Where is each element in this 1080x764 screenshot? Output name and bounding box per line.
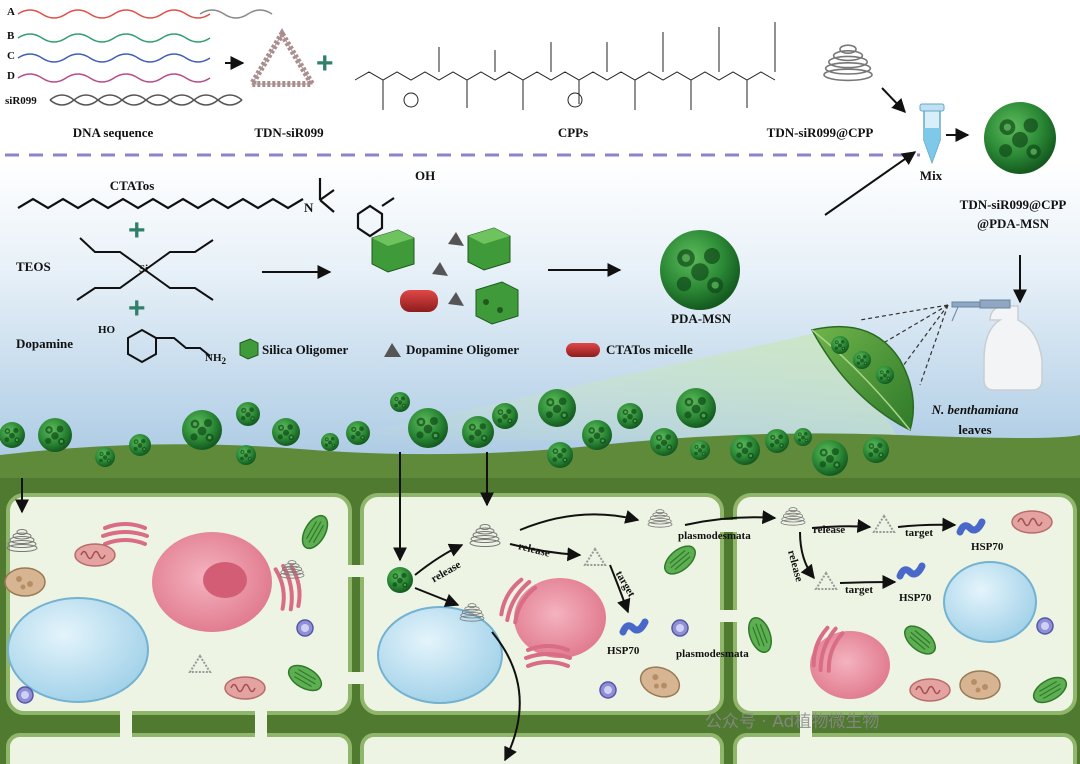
mix-tube xyxy=(919,103,945,165)
plant-cell-2 xyxy=(360,493,724,715)
strand-label-sir099: siR099 xyxy=(5,95,37,107)
plant-cell-1 xyxy=(4,493,352,715)
nanoparticle xyxy=(812,440,848,476)
plasmodesmata-label-2: plasmodesmata xyxy=(676,648,749,660)
legend-dopamine-icon xyxy=(384,343,401,357)
plant-cell-3 xyxy=(733,493,1077,715)
nh2-subscript: 2 xyxy=(221,356,227,367)
oh-label: OH xyxy=(415,168,436,183)
dopamine-structure xyxy=(127,328,211,364)
plus-sign-ctatos: + xyxy=(128,214,146,247)
cpp-peptide-structure xyxy=(354,22,776,110)
dna-strands xyxy=(17,9,273,106)
nanoparticle xyxy=(863,437,889,463)
legend-silica-label: Silica Oligomer xyxy=(262,342,349,357)
nanoparticle xyxy=(236,445,256,465)
nanoparticle xyxy=(492,403,518,429)
leaf-species-label: N. benthamiana xyxy=(931,402,1019,417)
arrow-to-mix-diagonal xyxy=(824,151,917,216)
pda-msn-particle xyxy=(660,230,740,310)
plasmodesmata-channels xyxy=(120,520,812,740)
pda-msn-label: PDA-MSN xyxy=(671,311,731,326)
nanoparticle xyxy=(617,403,643,429)
watermark: 公众号 · Ad植物微生物 xyxy=(705,712,880,732)
target-label-3: target xyxy=(845,584,874,596)
ctatos-label: CTATos xyxy=(109,178,155,193)
legend-micelle-icon xyxy=(566,343,600,357)
nanoparticle xyxy=(129,434,151,456)
ctatos-chain xyxy=(17,178,395,238)
strand-label-a: A xyxy=(7,6,15,18)
nanoparticle xyxy=(650,428,678,456)
nanoparticle xyxy=(38,418,72,452)
release-label-3: release xyxy=(813,524,846,536)
product-label-line1: TDN-siR099@CPP xyxy=(959,197,1067,212)
product-label-line2: @PDA-MSN xyxy=(976,216,1050,231)
oligomer-mix-cubes xyxy=(371,227,519,325)
nanoparticle xyxy=(272,418,300,446)
nanoparticle xyxy=(408,408,448,448)
pathway-arrows xyxy=(15,452,957,762)
tdn-cpp-label: TDN-siR099@CPP xyxy=(766,125,874,140)
hsp70-label-3: HSP70 xyxy=(899,592,932,604)
leaf-word-label: leaves xyxy=(958,422,992,437)
nanoparticle xyxy=(462,416,494,448)
cpps-label: CPPs xyxy=(557,125,589,140)
plus-sign-top: + xyxy=(316,47,334,80)
nanoparticle xyxy=(321,433,339,451)
nanoparticle xyxy=(547,442,573,468)
sprayer-bottle xyxy=(951,299,1043,391)
nanoparticle xyxy=(876,366,894,384)
hsp70-label-2: HSP70 xyxy=(971,541,1004,553)
nanoparticle xyxy=(582,420,612,450)
dopamine-label: Dopamine xyxy=(16,336,74,351)
nanoparticle xyxy=(690,440,710,460)
light-beam xyxy=(330,330,900,440)
tdn-label: TDN-siR099 xyxy=(254,125,324,140)
strand-label-b: B xyxy=(7,30,15,42)
teos-label: TEOS xyxy=(16,259,51,274)
target-label-2: target xyxy=(905,527,934,539)
dna-sequence-label: DNA sequence xyxy=(72,125,154,140)
nanoparticle xyxy=(182,410,222,450)
tdn-triangle xyxy=(246,28,318,87)
nanoparticle xyxy=(853,351,871,369)
legend-silica-icon xyxy=(239,338,259,360)
legend-micelle-label: CTATos micelle xyxy=(606,342,693,357)
hsp70-label-1: HSP70 xyxy=(607,645,640,657)
spray-lines xyxy=(859,304,949,386)
plus-sign-teos: + xyxy=(128,292,146,325)
product-nanoparticle xyxy=(984,102,1056,174)
plasmodesmata-label-1: plasmodesmata xyxy=(678,530,751,542)
si-label: Si xyxy=(139,263,149,275)
nanoparticle xyxy=(765,429,789,453)
nanoparticle xyxy=(730,435,760,465)
nanoparticle xyxy=(390,392,410,412)
bottom-cell-row xyxy=(6,733,1077,764)
nanoparticle xyxy=(676,388,716,428)
nanoparticle xyxy=(236,402,260,426)
nh2-label: NH2 xyxy=(205,352,226,366)
strand-label-c: C xyxy=(7,50,15,62)
nanoparticle xyxy=(0,422,25,448)
arrow-to-mix xyxy=(881,87,906,114)
nanoparticle xyxy=(538,389,576,427)
legend-dopamine-label: Dopamine Oligomer xyxy=(406,342,520,357)
nh-text: NH xyxy=(205,352,222,364)
teos-structure xyxy=(76,237,214,301)
ho-label: HO xyxy=(98,324,116,336)
nanoparticle xyxy=(95,447,115,467)
nanoparticle xyxy=(794,428,812,446)
top-panel-bg xyxy=(0,0,1080,160)
cell-nanoparticle xyxy=(387,567,413,593)
n-plus-label: N xyxy=(304,200,314,215)
strand-label-d: D xyxy=(7,70,15,82)
mix-label: Mix xyxy=(919,168,943,183)
nanoparticle xyxy=(346,421,370,445)
nanoparticle xyxy=(831,336,849,354)
